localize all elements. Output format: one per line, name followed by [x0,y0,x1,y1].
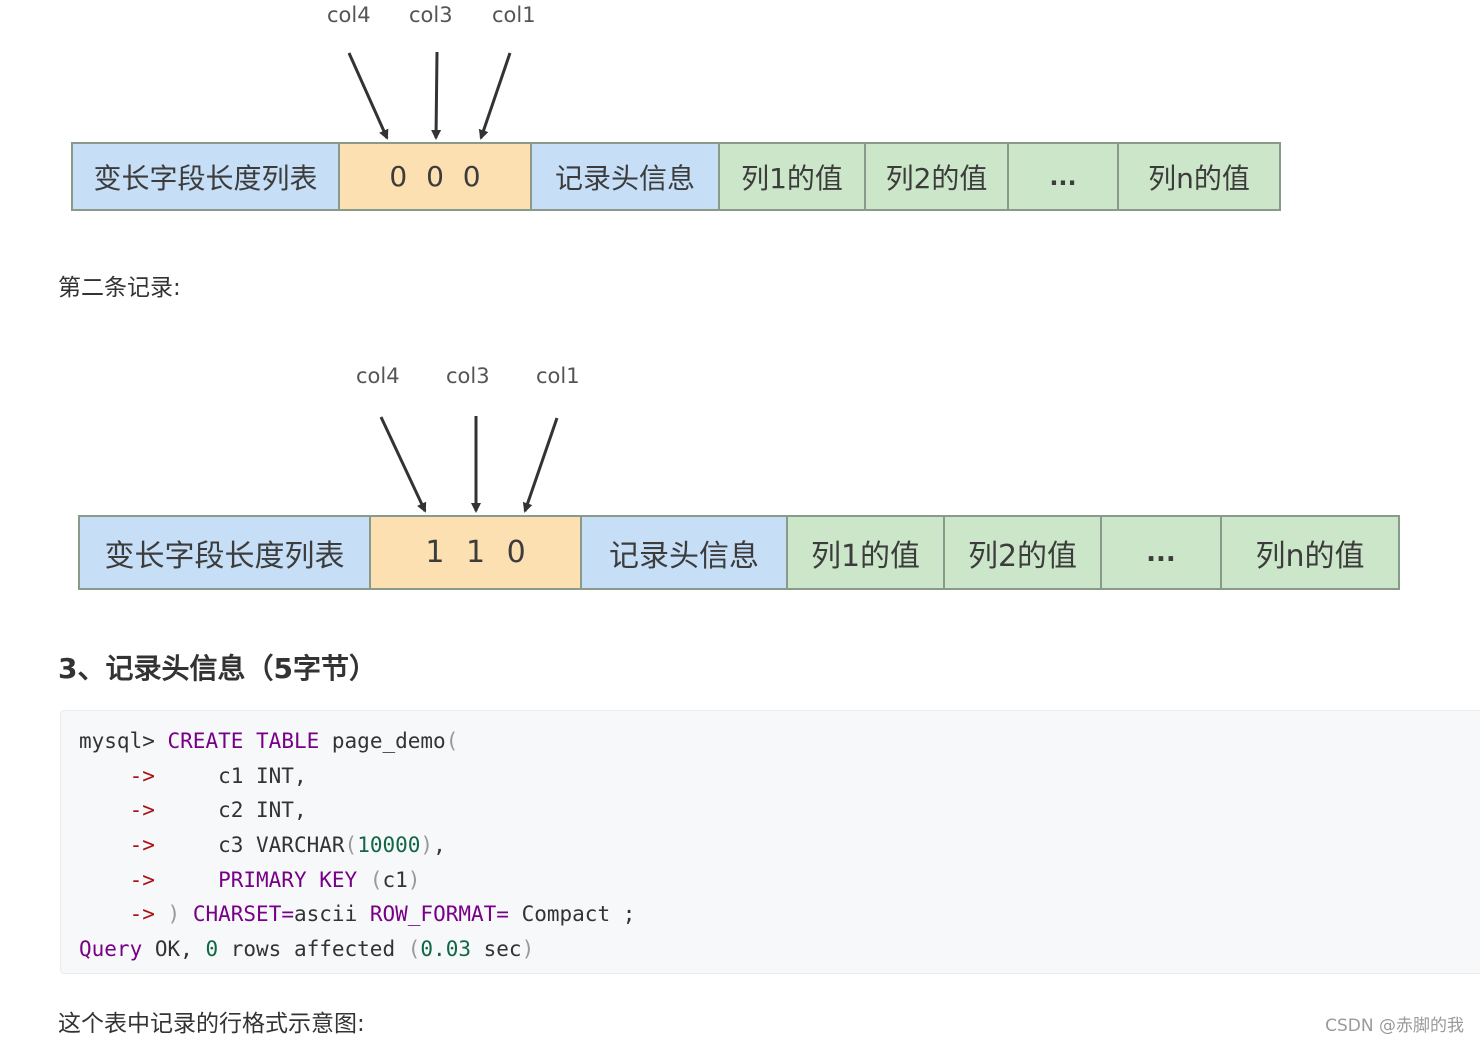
code-line: mysql> CREATE TABLE page_demo( [79,724,1480,759]
code-token: , [433,833,446,858]
code-token: ) [420,833,434,858]
code-block[interactable]: mysql> CREATE TABLE page_demo( -> c1 INT… [60,710,1480,974]
col2-value-cell: 列2的值 [945,517,1102,588]
var-length-list-cell: 变长字段长度列表 [80,517,371,588]
col-label: col1 [536,364,580,388]
code-token: sec [470,937,522,962]
col-label: col4 [327,3,371,27]
code-token [357,868,370,892]
code-token: -> [129,833,155,858]
code-token: -> [129,763,155,788]
code-token: c2 INT, [154,798,307,823]
code-token: ) [521,937,535,962]
ellipsis-cell: ... [1102,517,1222,588]
coln-value-cell: 列n的值 [1222,517,1398,588]
code-token: c3 VARCHAR [154,833,345,858]
code-token: 0 [205,937,219,962]
code-token: ( [445,729,459,753]
code-token: c1 INT, [154,763,307,788]
code-token: -> [129,867,155,892]
col1-value-cell: 列1的值 [720,144,866,209]
code-token: ) [407,867,421,892]
code-token [79,764,130,788]
record-row: 变长字段长度列表 0 0 0 记录头信息 列1的值 列2的值 ... 列n的值 [71,142,1281,211]
pointer-arrows [347,51,512,140]
section-heading: 3、记录头信息（5字节） [58,652,377,685]
ellipsis-cell: ... [1009,144,1119,209]
code-token [79,902,130,926]
col-label: col1 [492,3,536,27]
var-length-list-cell: 变长字段长度列表 [73,144,340,209]
code-token: CHARSET= [192,902,294,927]
col-label: col4 [356,364,400,388]
code-line: -> PRIMARY KEY (c1) [79,863,1480,898]
arrow [478,52,512,140]
code-token [155,902,168,926]
code-token: 0.03 [420,937,471,962]
code-token: PRIMARY KEY [218,867,358,892]
code-token: -> [129,902,155,927]
code-token: -> [129,798,155,823]
record-row: 变长字段长度列表 1 1 0 记录头信息 列1的值 列2的值 ... 列n的值 [78,515,1400,590]
caption-second-record: 第二条记录: [58,275,181,301]
code-token: Query [79,937,143,962]
arrow [522,417,559,513]
col1-value-cell: 列1的值 [788,517,945,588]
code-token: CREATE [167,729,244,753]
record-header-cell: 记录头信息 [532,144,720,209]
code-token [180,902,193,926]
col2-value-cell: 列2的值 [866,144,1009,209]
code-line: -> c3 VARCHAR(10000), [79,828,1480,863]
code-token: rows affected [218,937,408,962]
code-token [79,798,130,822]
caption-row-format: 这个表中记录的行格式示意图: [58,1011,365,1037]
code-token: ascii [294,902,370,927]
code-token: ( [407,937,421,962]
coln-value-cell: 列n的值 [1119,144,1279,209]
pointer-arrows [379,416,559,513]
code-token: Compact ; [508,902,636,927]
code-token: ) [167,902,181,927]
code-token: TABLE [256,729,320,753]
watermark: CSDN @赤脚的我 [1325,1016,1464,1036]
code-line: Query OK, 0 rows affected (0.03 sec) [79,932,1480,967]
col-label: col3 [446,364,490,388]
code-token: ( [344,833,358,858]
code-line: -> ) CHARSET=ascii ROW_FORMAT= Compact ; [79,897,1480,932]
code-token: ROW_FORMAT= [369,902,509,927]
code-token [79,833,130,857]
null-bitmap-cell: 0 0 0 [340,144,532,209]
code-line: -> c2 INT, [79,793,1480,828]
col-label: col3 [409,3,453,27]
record-header-cell: 记录头信息 [582,517,788,588]
null-bitmap-cell: 1 1 0 [371,517,582,588]
code-token: mysql> [79,729,168,753]
arrow [431,51,442,140]
arrow [379,416,427,513]
arrow [347,52,389,140]
code-token: ( [369,867,383,892]
code-line: -> c1 INT, [79,759,1480,794]
code-token [79,868,130,892]
code-token [243,729,256,753]
code-token [155,868,218,892]
code-token: OK, [142,937,206,962]
code-token: page_demo [319,729,446,753]
code-token: 10000 [357,833,421,858]
code-token: c1 [382,867,408,892]
